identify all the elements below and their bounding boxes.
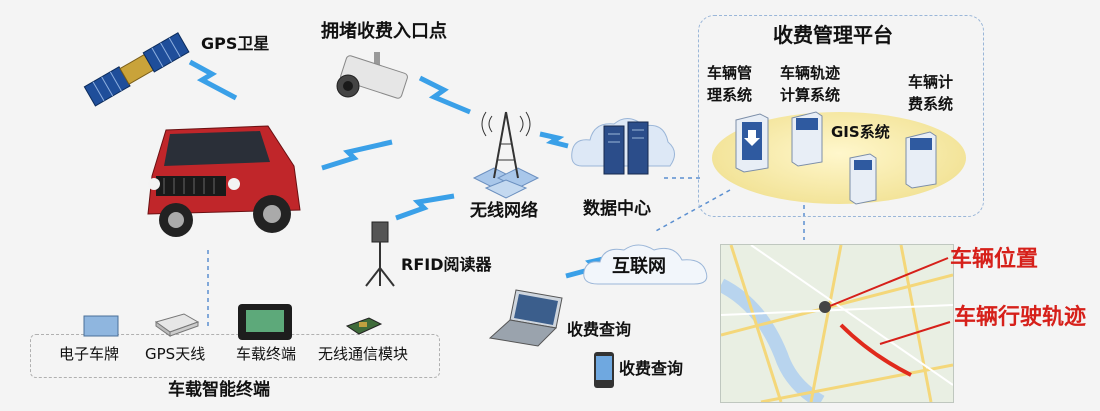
track-calc-line2: 计算系统 — [780, 86, 841, 104]
onboard-terminal-icon — [238, 304, 292, 340]
rfid-reader-icon — [365, 221, 395, 287]
fee-query-phone-label: 收费查询 — [619, 359, 684, 378]
management-platform-group — [698, 15, 984, 217]
wireless-signal-icon — [539, 131, 569, 149]
dashed-connectors — [207, 177, 805, 330]
smart-terminal-group-label: 车载智能终端 — [168, 380, 270, 400]
suv-vehicle-icon — [147, 125, 301, 237]
vehicle-mgmt-line2: 理系统 — [707, 86, 753, 104]
server-icon — [905, 131, 937, 189]
vehicle-mgmt-line1: 车辆管 — [707, 64, 753, 82]
internet-label: 互联网 — [612, 256, 666, 277]
map-icon — [720, 244, 954, 403]
platform-title: 收费管理平台 — [773, 23, 893, 47]
electronic-plate-icon — [83, 315, 119, 337]
onboard-smart-terminal-group — [30, 334, 440, 378]
server-icon — [735, 113, 769, 173]
cloud-icon — [583, 244, 708, 285]
track-calc-line1: 车辆轨迹 — [780, 64, 841, 82]
satellite-icon — [83, 32, 190, 107]
billing-line2: 费系统 — [908, 95, 954, 113]
wireless-signal-icon — [395, 193, 455, 221]
surveillance-camera-icon — [336, 52, 408, 99]
vehicle-track-label: 车辆行驶轨迹 — [954, 305, 1087, 330]
wireless-module-label: 无线通信模块 — [318, 345, 409, 363]
data-center-label: 数据中心 — [583, 199, 651, 219]
congestion-entry-label: 拥堵收费入口点 — [321, 21, 447, 42]
platform-internet-link — [653, 189, 731, 233]
wireless-network-label: 无线网络 — [470, 201, 538, 221]
wireless-signal-icon — [321, 139, 393, 171]
wireless-module-icon — [345, 317, 383, 335]
radio-tower-icon — [472, 111, 540, 199]
gis-system-label: GIS系统 — [831, 123, 890, 141]
fee-query-laptop-label: 收费查询 — [567, 320, 632, 339]
gps-antenna-label: GPS天线 — [145, 345, 206, 363]
electronic-plate-label: 电子车牌 — [59, 345, 120, 363]
server-icon — [791, 111, 823, 167]
server-cluster-icon — [571, 118, 675, 175]
onboard-terminal-label: 车载终端 — [236, 345, 297, 363]
wireless-signals — [188, 59, 617, 279]
vehicle-position-label: 车辆位置 — [950, 247, 1039, 272]
wireless-signal-icon — [188, 59, 238, 101]
laptop-icon — [488, 289, 563, 347]
billing-line1: 车辆计 — [908, 73, 954, 91]
server-icon — [849, 153, 877, 205]
map-roads — [721, 245, 953, 402]
wireless-signal-icon — [418, 75, 471, 115]
gps-antenna-icon — [154, 313, 200, 337]
smartphone-icon — [594, 352, 614, 388]
rfid-reader-label: RFID阅读器 — [401, 255, 492, 274]
gps-satellite-label: GPS卫星 — [201, 34, 270, 53]
